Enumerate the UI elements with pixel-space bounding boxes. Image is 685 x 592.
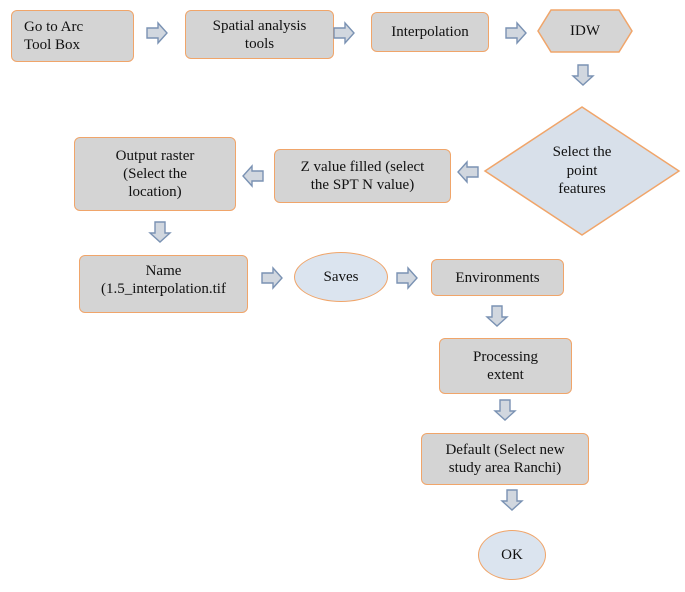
go-to-arc-toolbox-label: Go to Arc Tool Box (24, 19, 84, 53)
environments-label: Environments (455, 269, 540, 286)
down-arrow-idw (571, 64, 595, 86)
right-arrow-1 (146, 21, 168, 45)
down-arrow-output-raster (148, 221, 172, 243)
right-arrow-2 (333, 21, 355, 45)
interpolation-box: Interpolation (371, 12, 489, 52)
spatial-analysis-tools-box: Spatial analysis tools (185, 10, 334, 59)
spatial-analysis-tools-label: Spatial analysis tools (212, 17, 307, 52)
name-tick-mark: ` (160, 291, 164, 305)
select-point-features-diamond (483, 106, 681, 236)
saves-ellipse: Saves (294, 252, 388, 302)
right-arrow-3 (505, 21, 527, 45)
ok-label: OK (501, 547, 523, 563)
processing-extent-box: Processing extent (439, 338, 572, 394)
select-point-features-text-wrap: Select the point features (534, 138, 630, 204)
left-arrow-z-value (242, 164, 264, 188)
processing-extent-label: Processing extent (473, 349, 538, 383)
ok-ellipse: OK (478, 530, 546, 580)
name-label: Name (1.5_interpolation.tif (101, 263, 226, 297)
output-raster-box: Output raster (Select the location) (74, 137, 236, 211)
z-value-filled-label: Z value filled (select the SPT N value) (300, 159, 425, 193)
right-arrow-name (261, 266, 283, 290)
saves-label: Saves (323, 269, 359, 285)
name-box: Name (1.5_interpolation.tif (79, 255, 248, 313)
default-study-area-box: Default (Select new study area Ranchi) (421, 433, 589, 485)
environments-box: Environments (431, 259, 564, 296)
down-arrow-processing-extent (493, 399, 517, 421)
default-study-area-label: Default (Select new study area Ranchi) (445, 442, 565, 476)
idw-label: IDW (570, 22, 600, 39)
select-point-features-label: Select the point features (552, 143, 612, 198)
z-value-filled-box: Z value filled (select the SPT N value) (274, 149, 451, 203)
down-arrow-default (500, 489, 524, 511)
right-arrow-saves (396, 266, 418, 290)
idw-text-wrap: IDW (537, 9, 633, 53)
down-arrow-environments (485, 305, 509, 327)
go-to-arc-toolbox-box: Go to Arc Tool Box (11, 10, 134, 62)
left-arrow-diamond (457, 160, 479, 184)
interpolation-label: Interpolation (391, 24, 469, 40)
idw-hexagon (537, 9, 633, 53)
output-raster-label: Output raster (Select the location) (115, 148, 195, 200)
